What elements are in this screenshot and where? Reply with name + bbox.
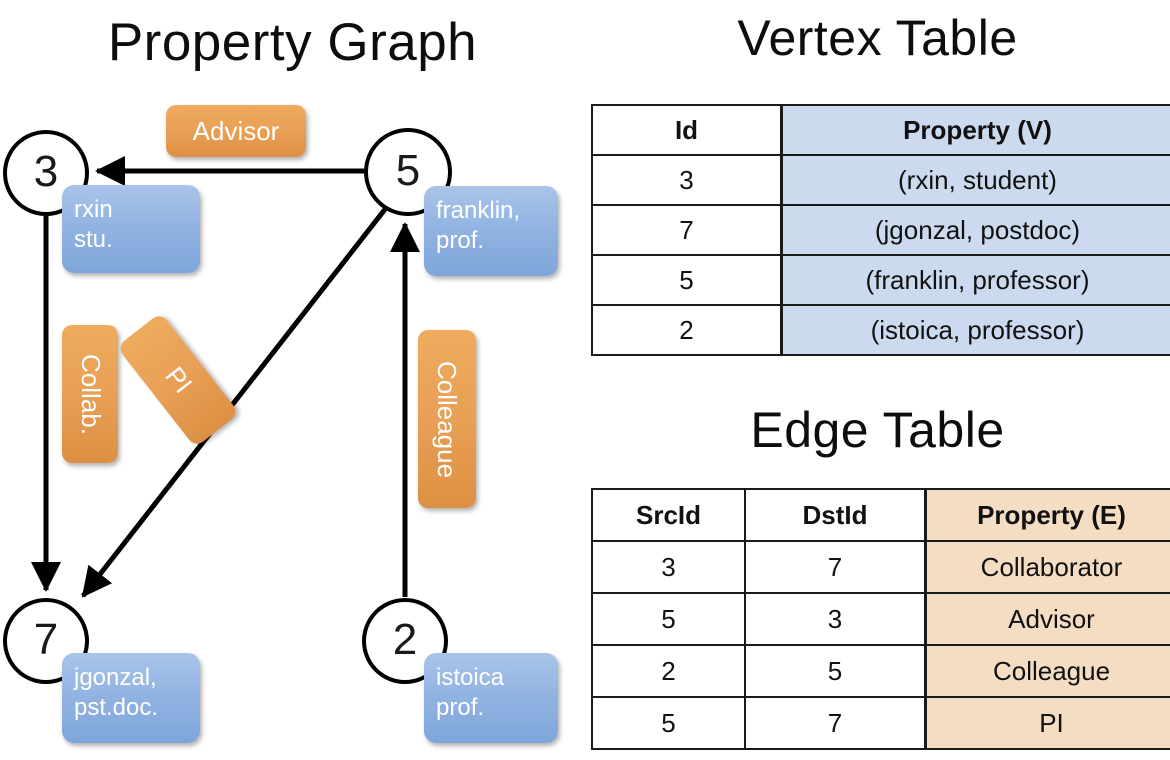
vertex-property-jgonzal-line1: jgonzal, xyxy=(74,664,157,691)
vertex-table-cell-id: 3 xyxy=(591,154,783,206)
vertex-table: Id Property (V) 3 (rxin, student) 7 (jgo… xyxy=(591,104,1170,356)
vertex-table-header-property: Property (V) xyxy=(780,104,1170,156)
edge-table-header-srcid: SrcId xyxy=(591,488,746,542)
vertex-property-box-jgonzal: jgonzal, pst.doc. xyxy=(62,653,200,743)
edge-table-cell-srcid: 3 xyxy=(591,540,746,594)
edge-label-collab: Collab. xyxy=(62,325,118,463)
vertex-table-cell-property: (istoica, professor) xyxy=(780,304,1170,356)
page-title-property-graph: Property Graph xyxy=(107,13,478,72)
vertex-property-istoica-line1: istoica xyxy=(436,664,505,691)
vertex-property-jgonzal-line2: pst.doc. xyxy=(74,694,159,721)
edge-table-cell-property: Collaborator xyxy=(924,540,1170,594)
edge-table-cell-dstid: 7 xyxy=(744,696,927,750)
table-row: 5 (franklin, professor) xyxy=(591,254,1170,306)
graph-vertex-3[interactable]: 3 xyxy=(3,130,89,216)
page-title-vertex-table: Vertex Table xyxy=(737,10,1018,66)
edge-table-cell-dstid: 5 xyxy=(744,644,927,698)
edge-table-header-property: Property (E) xyxy=(924,488,1170,542)
vertex-table-cell-id: 2 xyxy=(591,304,783,356)
edge-table-header-dstid: DstId xyxy=(744,488,927,542)
edge-table-header-row: SrcId DstId Property (E) xyxy=(591,488,1170,542)
vertex-table-header-id: Id xyxy=(591,104,783,156)
vertex-table-cell-id: 5 xyxy=(591,254,783,306)
graph-vertex-5[interactable]: 5 xyxy=(364,128,452,216)
vertex-table-cell-property: (rxin, student) xyxy=(780,154,1170,206)
vertex-table-cell-id: 7 xyxy=(591,204,783,256)
edge-label-advisor-text: Advisor xyxy=(192,115,280,146)
edge-table-cell-dstid: 7 xyxy=(744,540,927,594)
vertex-table-header-row: Id Property (V) xyxy=(591,104,1170,156)
vertex-5-label: 5 xyxy=(395,146,421,195)
vertex-2-label: 2 xyxy=(392,615,418,664)
edge-arrow-pi xyxy=(81,206,388,598)
table-row: 5 7 PI xyxy=(591,696,1170,750)
edge-label-colleague-text: Colleague xyxy=(432,360,463,478)
table-row: 2 5 Colleague xyxy=(591,644,1170,698)
table-row: 3 (rxin, student) xyxy=(591,154,1170,206)
edge-table-cell-dstid: 3 xyxy=(744,592,927,646)
edge-table-cell-property: PI xyxy=(924,696,1170,750)
edge-label-collab-text: Collab. xyxy=(75,353,106,435)
edge-table-cell-srcid: 2 xyxy=(591,644,746,698)
table-row: 2 (istoica, professor) xyxy=(591,304,1170,356)
vertex-property-istoica-line2: prof. xyxy=(436,694,485,721)
table-row: 3 7 Collaborator xyxy=(591,540,1170,594)
vertex-3-label: 3 xyxy=(33,147,59,196)
edge-label-pi-text: PI xyxy=(159,360,198,399)
vertex-property-franklin-line2: prof. xyxy=(436,227,485,254)
edge-table-cell-property: Colleague xyxy=(924,644,1170,698)
vertex-property-franklin-line1: franklin, xyxy=(436,197,521,224)
vertex-table-cell-property: (jgonzal, postdoc) xyxy=(780,204,1170,256)
edge-label-advisor: Advisor xyxy=(166,105,306,157)
edge-label-colleague: Colleague xyxy=(418,330,476,508)
page-title-edge-table: Edge Table xyxy=(750,402,1005,458)
vertex-property-rxin-line2: stu. xyxy=(74,226,113,253)
table-row: 5 3 Advisor xyxy=(591,592,1170,646)
vertex-property-box-rxin: rxin stu. xyxy=(62,185,200,273)
edge-table-cell-srcid: 5 xyxy=(591,696,746,750)
edge-table: SrcId DstId Property (E) 3 7 Collaborato… xyxy=(591,488,1170,750)
vertex-property-box-franklin: franklin, prof. xyxy=(424,186,558,276)
vertex-property-rxin-line1: rxin xyxy=(74,196,113,223)
edge-table-cell-srcid: 5 xyxy=(591,592,746,646)
edge-table-cell-property: Advisor xyxy=(924,592,1170,646)
vertex-property-box-istoica: istoica prof. xyxy=(424,653,558,743)
vertex-7-label: 7 xyxy=(33,615,59,664)
table-row: 7 (jgonzal, postdoc) xyxy=(591,204,1170,256)
vertex-table-cell-property: (franklin, professor) xyxy=(780,254,1170,306)
